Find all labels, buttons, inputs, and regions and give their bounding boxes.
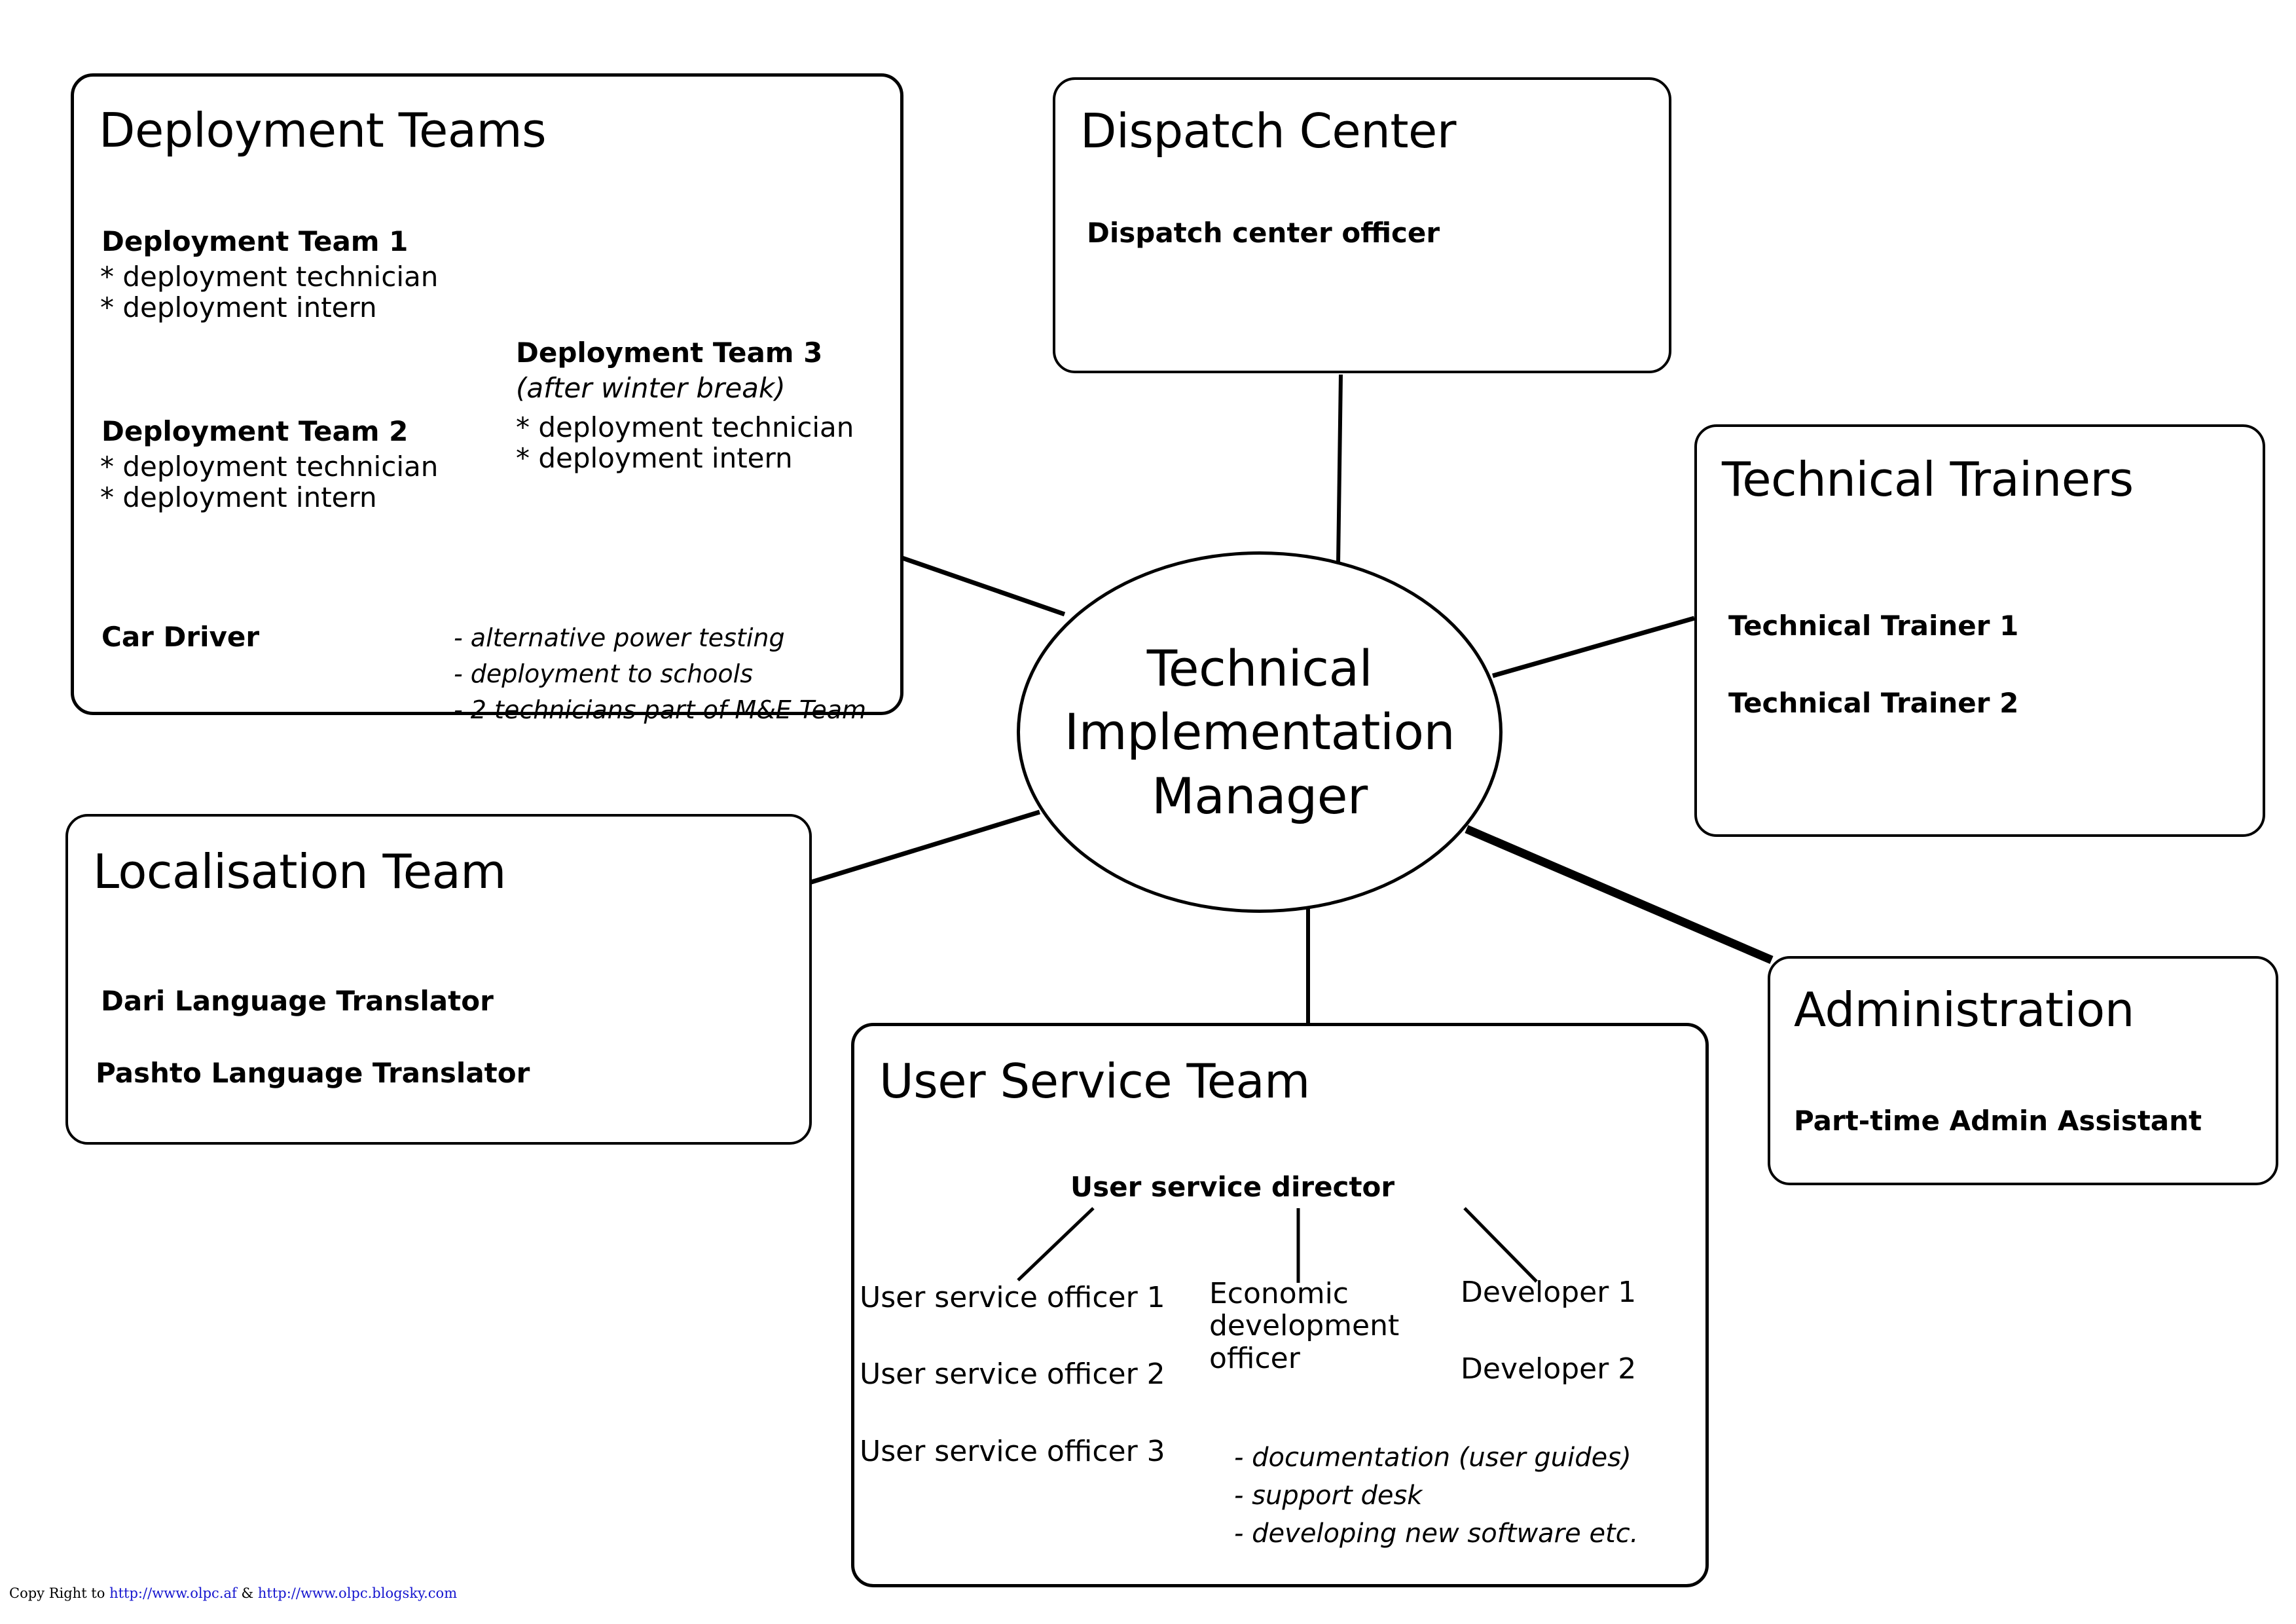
list-item: officer — [1209, 1341, 1300, 1375]
list-item: Developer 1 — [1461, 1276, 1637, 1309]
car-driver-role: Car Driver — [101, 621, 260, 653]
deployment-teams-notes: - alternative power testing - deployment… — [454, 620, 866, 728]
edge-deployment-to-hub — [901, 555, 1066, 617]
olpc-blogsky-link[interactable]: http://www.olpc.blogsky.com — [257, 1585, 458, 1601]
user-service-team-box[interactable]: User Service Team User service director … — [851, 1023, 1709, 1587]
deployment-team-1-members: * deployment technician * deployment int… — [100, 261, 438, 323]
note-item: - documentation (user guides) — [1234, 1443, 1631, 1473]
technical-implementation-manager-node[interactable]: Technical Implementation Manager — [1017, 551, 1503, 913]
note-item: - deployment to schools — [454, 659, 754, 689]
note-item: - developing new software etc. — [1234, 1519, 1639, 1549]
list-item: User service officer 1 — [860, 1281, 1165, 1314]
edge-dispatch-to-hub — [1336, 374, 1343, 564]
list-item: * deployment technician — [516, 411, 854, 443]
deployment-team-3-members: * deployment technician * deployment int… — [516, 412, 854, 473]
localisation-team-title: Localisation Team — [93, 844, 506, 899]
administration-title: Administration — [1794, 982, 2134, 1037]
dispatch-center-officer-role: Dispatch center officer — [1087, 217, 1440, 249]
deployment-team-2-members: * deployment technician * deployment int… — [100, 451, 438, 513]
list-item: * deployment intern — [100, 291, 377, 324]
user-service-team-title: User Service Team — [879, 1054, 1310, 1109]
dispatch-center-box[interactable]: Dispatch Center Dispatch center officer — [1053, 77, 1671, 373]
list-item: * deployment intern — [516, 442, 793, 475]
economic-development-officer-column: Economic development officer — [1209, 1278, 1399, 1375]
olpc-af-link[interactable]: http://www.olpc.af — [109, 1585, 237, 1601]
list-item: Economic — [1209, 1277, 1349, 1310]
copyright-prefix: Copy Right to — [9, 1585, 105, 1601]
list-item: * deployment technician — [100, 261, 439, 293]
developers-column: Developer 1 Developer 2 — [1461, 1276, 1636, 1386]
user-service-team-notes: - documentation (user guides) - support … — [1234, 1439, 1638, 1553]
technical-trainers-title: Technical Trainers — [1722, 452, 2134, 507]
technical-trainers-box[interactable]: Technical Trainers Technical Trainer 1 T… — [1694, 424, 2265, 837]
user-service-officers-column: User service officer 1 User service offi… — [860, 1282, 1165, 1467]
pashto-language-translator-role: Pashto Language Translator — [96, 1057, 530, 1089]
edge-director-to-officers — [1017, 1207, 1095, 1282]
technical-trainer-1-role: Technical Trainer 1 — [1728, 610, 2019, 642]
list-item: * deployment technician — [100, 451, 439, 483]
copyright-separator: & — [241, 1585, 254, 1601]
list-item: User service officer 3 — [860, 1434, 1165, 1468]
edge-trainers-to-hub — [1492, 616, 1695, 678]
technical-trainer-2-role: Technical Trainer 2 — [1728, 687, 2019, 719]
list-item: * deployment intern — [100, 481, 377, 514]
list-item: development — [1209, 1309, 1400, 1343]
note-item: - 2 technicians part of M&E Team — [454, 695, 867, 725]
user-service-internal-edges — [1017, 1207, 1538, 1283]
edge-director-to-developers — [1463, 1207, 1538, 1283]
hub-label: Technical Implementation Manager — [1065, 637, 1455, 828]
deployment-team-3-subtitle: (after winter break) — [516, 372, 786, 404]
note-item: - support desk — [1234, 1481, 1423, 1511]
part-time-admin-assistant-role: Part-time Admin Assistant — [1794, 1105, 2202, 1137]
note-item: - alternative power testing — [454, 623, 785, 652]
localisation-team-box[interactable]: Localisation Team Dari Language Translat… — [65, 814, 812, 1145]
hub-label-line: Technical — [1146, 639, 1373, 698]
deployment-team-2-heading: Deployment Team 2 — [101, 415, 409, 447]
hub-label-line: Manager — [1152, 766, 1368, 825]
deployment-teams-title: Deployment Teams — [99, 103, 547, 158]
hub-label-line: Implementation — [1064, 703, 1455, 762]
user-service-director-role: User service director — [1070, 1171, 1395, 1203]
copyright-notice: Copy Right to http://www.olpc.af & http:… — [9, 1585, 457, 1601]
deployment-team-1-heading: Deployment Team 1 — [101, 225, 409, 257]
list-item: Developer 2 — [1461, 1352, 1637, 1386]
deployment-teams-box[interactable]: Deployment Teams Deployment Team 1 * dep… — [71, 73, 903, 724]
edge-admin-to-hub — [1465, 825, 1774, 964]
dari-language-translator-role: Dari Language Translator — [101, 985, 494, 1017]
administration-box[interactable]: Administration Part-time Admin Assistant — [1768, 956, 2278, 1185]
list-item: User service officer 2 — [860, 1357, 1165, 1392]
dispatch-center-title: Dispatch Center — [1080, 103, 1456, 158]
deployment-team-3-heading: Deployment Team 3 — [516, 337, 823, 369]
edge-localisation-to-hub — [808, 809, 1041, 885]
